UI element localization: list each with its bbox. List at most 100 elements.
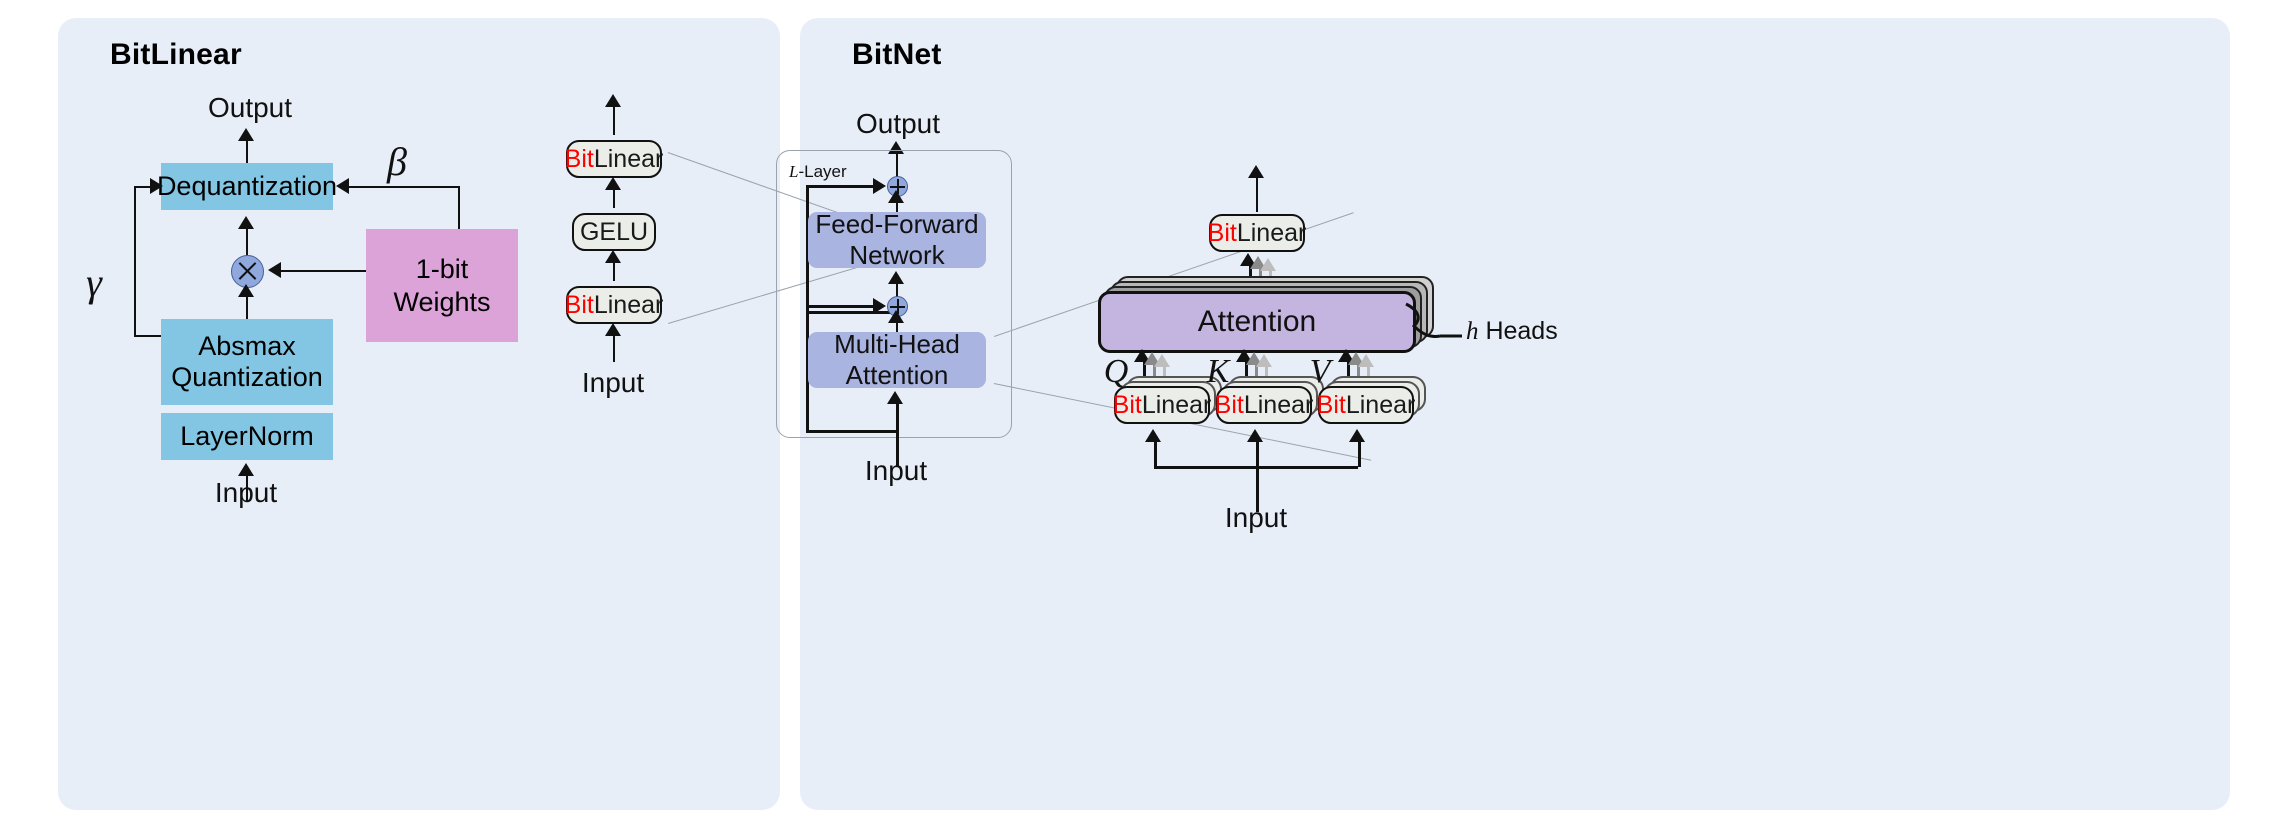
pill-bit-prefix-out: Bit — [1207, 218, 1237, 247]
arrow-mul-to-dequant-shaft — [246, 228, 248, 263]
arrow-ffn-to-add-head — [888, 190, 904, 203]
box-one-bit-weights: 1-bit Weights — [366, 229, 518, 342]
residual-bottom-vertical — [806, 305, 809, 430]
gamma-symbol: γ — [86, 260, 102, 305]
arrow-weights-to-mul-head — [268, 262, 281, 278]
pill-bit-prefix-q: Bit — [1112, 390, 1142, 419]
multiply-operator-node — [231, 255, 264, 288]
box-multi-head-attention: Multi-Head Attention — [808, 328, 986, 390]
residual-bottom-arrowhead — [873, 298, 886, 314]
arrow-weights-to-mul-shaft — [277, 270, 366, 272]
arrow-input-to-ffnstack-shaft — [613, 334, 615, 362]
transformer-output-label: Output — [855, 108, 941, 139]
arrow-attninput-left-shaft — [1154, 440, 1157, 467]
arrow-absmax-to-mul-shaft — [246, 295, 248, 320]
arrow-attninput-center-shaft — [1256, 440, 1259, 512]
arrow-absmax-to-mul-head — [238, 284, 254, 297]
arrow-bitlinear-to-gelu-shaft — [613, 261, 615, 281]
box-absmax-quantization: Absmax Quantization — [161, 319, 333, 405]
pill-bit-prefix-2: Bit — [564, 290, 594, 319]
arrow-ffnstack-out-head — [605, 94, 621, 107]
ffn-line-1: Feed-Forward — [815, 208, 979, 239]
l-layer-symbol: L — [789, 162, 799, 181]
arrow-input-to-layernorm-head — [238, 463, 254, 476]
qkv-symbol-v: V — [1309, 353, 1331, 390]
mha-line-2: Attention — [845, 360, 949, 390]
absmax-line-2: Quantization — [171, 362, 323, 392]
bitlinear-output-label: Output — [207, 92, 293, 123]
box-feed-forward-network: Feed-Forward Network — [808, 208, 986, 270]
gamma-path-vertical — [134, 186, 136, 336]
heads-symbol: h — [1466, 318, 1479, 345]
transformer-input-label: Input — [864, 455, 928, 486]
mha-line-1: Multi-Head — [834, 328, 960, 359]
pill-linear-suffix-2: Linear — [593, 290, 664, 319]
pill-linear-suffix: Linear — [593, 144, 664, 173]
pill-linear-suffix-v: Linear — [1345, 390, 1416, 419]
pill-bit-prefix: Bit — [564, 144, 594, 173]
beta-arrow-head — [336, 178, 349, 194]
arrow-ffn-to-add-shaft — [896, 200, 898, 214]
arrow-input-to-layernorm-shaft — [246, 474, 248, 501]
arrow-attn-ghost2-head — [1260, 258, 1276, 271]
pill-gelu[interactable]: GELU — [572, 213, 656, 251]
heads-brace-icon — [1405, 302, 1462, 338]
arrow-k-ghost2-head — [1256, 354, 1272, 367]
bitnet-panel — [800, 18, 2230, 810]
bitlinear-input-label: Input — [214, 477, 278, 508]
arrow-attninput-left-head — [1145, 429, 1161, 442]
box-layernorm: LayerNorm — [161, 413, 333, 460]
box-dequantization: Dequantization — [157, 163, 337, 210]
residual-top-horizontal — [806, 185, 880, 188]
box-attention: Attention — [1098, 291, 1416, 353]
arrow-attninput-center-head — [1247, 429, 1263, 442]
pill-bit-prefix-k: Bit — [1214, 390, 1244, 419]
arrow-input-to-mha-shaft — [896, 402, 899, 467]
arrow-q-ghost2-head — [1154, 354, 1170, 367]
beta-symbol: β — [387, 139, 407, 184]
arrow-bitlinear-to-gelu-head — [605, 250, 621, 263]
bitlinear-panel-title: BitLinear — [110, 38, 242, 71]
ffnstack-input-label: Input — [581, 367, 645, 398]
arrow-gelu-to-bitlinear-shaft — [613, 188, 615, 208]
arrow-dequant-to-output-head — [238, 128, 254, 141]
arrow-mha-to-add-shaft — [896, 320, 898, 334]
l-layer-label: L-Layer — [789, 162, 909, 182]
arrow-input-to-mha-head — [887, 391, 903, 404]
beta-path-horizontal — [345, 186, 460, 188]
pill-linear-suffix-out: Linear — [1236, 218, 1307, 247]
pill-linear-suffix-k: Linear — [1243, 390, 1314, 419]
arrow-attn-bitlinear-out-head — [1248, 165, 1264, 178]
arrow-v-ghost2-head — [1358, 354, 1374, 367]
arrow-mha-to-add-head — [888, 310, 904, 323]
weights-line-2: Weights — [393, 286, 491, 317]
arrow-attninput-fanout-bar — [1154, 466, 1358, 469]
attention-input-label: Input — [1224, 502, 1288, 533]
residual-bottom-horizontal — [806, 305, 880, 308]
beta-path-vertical — [458, 187, 460, 230]
qkv-symbol-k: K — [1206, 353, 1230, 390]
l-layer-rest: -Layer — [798, 162, 847, 181]
arrow-gelu-to-bitlinear-head — [605, 177, 621, 190]
arrow-input-to-ffnstack-head — [605, 323, 621, 336]
heads-text: Heads — [1478, 317, 1558, 345]
l-layer-container — [776, 150, 1012, 438]
heads-label: h Heads — [1466, 317, 1606, 346]
gamma-path-lower-horizontal — [134, 335, 163, 337]
pill-bit-prefix-v: Bit — [1316, 390, 1346, 419]
arrow-dequant-to-output-shaft — [246, 139, 248, 170]
residual-bottom-branch — [806, 430, 896, 433]
arrow-add-to-ffn-head — [888, 271, 904, 284]
absmax-line-1: Absmax — [198, 330, 296, 361]
bitnet-panel-title: BitNet — [852, 38, 942, 71]
arrow-transformer-out-shaft — [896, 152, 898, 181]
pill-gelu-label: GELU — [579, 217, 649, 246]
residual-top-arrowhead — [873, 178, 886, 194]
weights-line-1: 1-bit — [415, 254, 469, 285]
